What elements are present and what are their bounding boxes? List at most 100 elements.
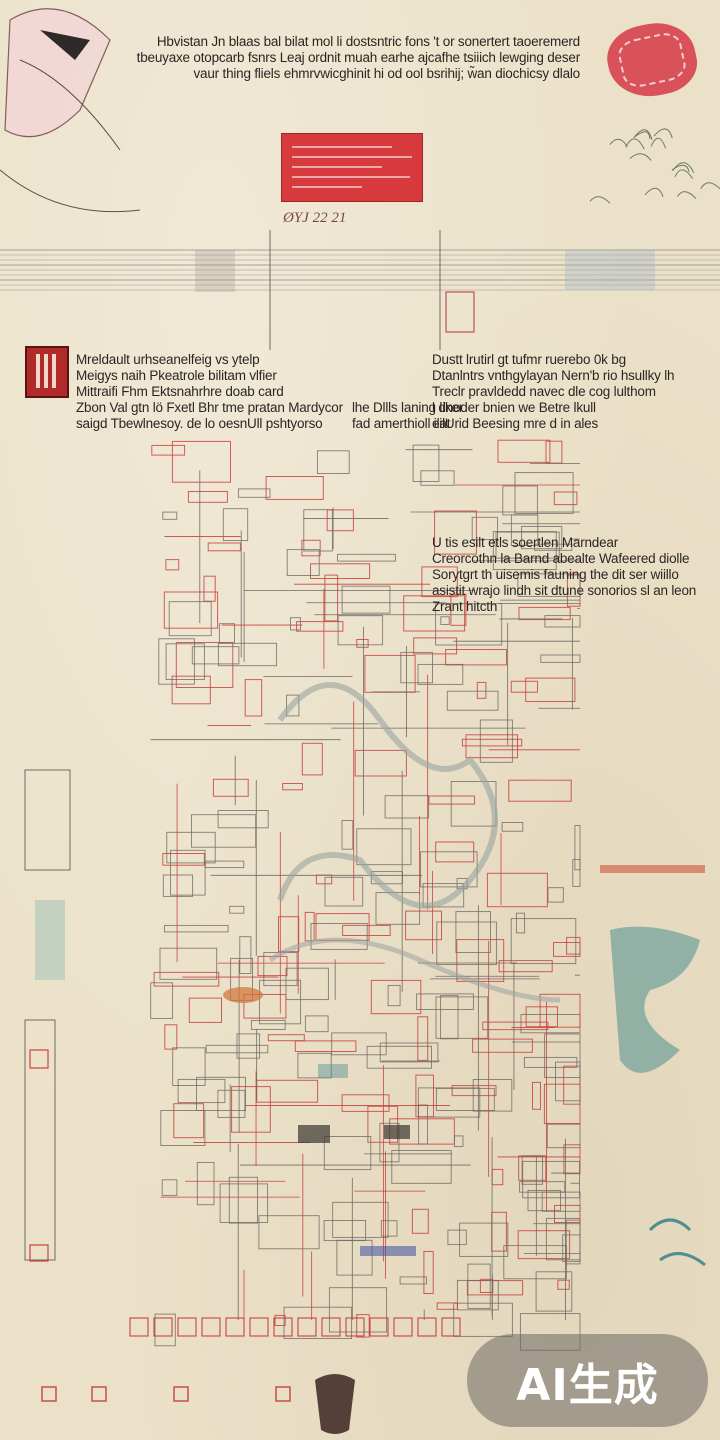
- band-tint: [195, 250, 235, 292]
- map-block: [162, 853, 205, 866]
- map-block: [418, 1104, 428, 1145]
- map-block: [482, 1021, 549, 1031]
- map-block: [229, 905, 245, 914]
- floral-sketch: [589, 196, 611, 204]
- bottom-building: [369, 1317, 389, 1337]
- map-block: [554, 1204, 581, 1224]
- map-river: [277, 682, 498, 909]
- map-caption: U tis esilt etls soertlen Marndear Creor…: [432, 535, 710, 615]
- map-block: [574, 825, 581, 871]
- map-block: [527, 1189, 561, 1212]
- map-block: [472, 1079, 513, 1112]
- floral-sketch: [674, 169, 694, 180]
- caption-line: eilUrid Beesing mre d in ales: [432, 416, 599, 431]
- map-block: [231, 1086, 271, 1133]
- map-block: [164, 924, 229, 933]
- map-block: [472, 1038, 533, 1053]
- map-block: [310, 923, 368, 950]
- caption-line: Meigys naih Pkeatrole bilitam vlfier: [76, 368, 277, 383]
- bottom-stamp: [275, 1386, 291, 1402]
- right-caption: Dustt lrutirl gt tufmr ruerebo 0k bg Dta…: [432, 352, 692, 432]
- map-block: [572, 859, 581, 887]
- caption-line: asistit wrajo lindh sit dtune sonorios s…: [432, 583, 697, 598]
- map-block: [367, 1105, 399, 1143]
- middle-caption: lhe Dllls laning liker fad amerthioll il…: [352, 400, 472, 432]
- map-block: [435, 996, 489, 1039]
- map-block: [204, 860, 245, 869]
- map-block: [515, 912, 526, 934]
- date-label: ØYJ 22 21: [283, 210, 347, 226]
- map-block: [256, 1079, 319, 1103]
- map-block: [479, 719, 513, 763]
- floral-sketch: [633, 129, 653, 140]
- map-block: [217, 642, 278, 667]
- bottom-building: [153, 1317, 173, 1337]
- map-color-block: [298, 1125, 330, 1143]
- map-block: [162, 511, 178, 520]
- bottom-figure: [315, 1374, 355, 1434]
- map-block: [546, 1123, 581, 1149]
- map-block: [285, 967, 329, 1001]
- map-block: [356, 828, 412, 866]
- figure-sketch-hair: [40, 30, 90, 60]
- map-block: [244, 679, 263, 717]
- map-block: [456, 1279, 499, 1311]
- map-block: [310, 563, 371, 579]
- map-block: [316, 450, 350, 474]
- map-block: [503, 1245, 567, 1280]
- map-block: [547, 887, 564, 903]
- map-block: [436, 1302, 458, 1310]
- map-block: [420, 470, 455, 486]
- map-block: [171, 675, 211, 705]
- map-block: [563, 1065, 581, 1105]
- map-block: [212, 778, 249, 797]
- caption-line: Dustt lrutirl gt tufmr ruerebo 0k bg: [432, 352, 626, 367]
- left-structure: [24, 1019, 56, 1261]
- map-block: [428, 795, 476, 805]
- map-block: [159, 947, 218, 980]
- bottom-stamp: [41, 1386, 57, 1402]
- bottom-building: [225, 1317, 245, 1337]
- map-block: [479, 1278, 494, 1294]
- map-block: [502, 485, 538, 516]
- floral-sketch: [650, 137, 666, 149]
- map-block: [532, 1081, 541, 1110]
- intro-line: Hbvistan Jn blaas bal bilat mol li dosts…: [156, 34, 580, 49]
- map-block: [517, 573, 581, 597]
- caption-line: fad amerthioll ilat: [352, 416, 451, 431]
- map-block: [467, 1263, 491, 1309]
- bottom-building: [201, 1317, 221, 1337]
- map-block: [501, 822, 524, 832]
- bottom-building: [417, 1317, 437, 1337]
- map-block: [297, 1052, 332, 1079]
- map-block: [497, 439, 551, 463]
- map-block: [286, 694, 300, 717]
- map-block: [451, 1085, 497, 1097]
- map-block: [435, 841, 475, 863]
- map-block: [387, 984, 401, 1007]
- map-block: [196, 1161, 215, 1206]
- map-block: [541, 1191, 581, 1212]
- caption-line: U tis esilt etls soertlen Marndear: [432, 535, 619, 550]
- map-color-block: [360, 1246, 416, 1256]
- map-block: [417, 1087, 481, 1118]
- map-block: [239, 936, 252, 974]
- map-block: [332, 1201, 389, 1238]
- map-block: [243, 994, 287, 1019]
- map-block: [435, 1087, 495, 1111]
- map-block: [165, 643, 205, 680]
- landscape-wash: [610, 926, 700, 1073]
- map-block: [290, 617, 301, 631]
- caption-line: Mreldault urhseanelfeig vs ytelp: [76, 352, 260, 367]
- map-block: [328, 1287, 388, 1333]
- bottom-stamp: [173, 1386, 189, 1402]
- map-block: [421, 566, 458, 598]
- map-block: [450, 593, 467, 626]
- floral-sketch: [634, 131, 651, 139]
- caption-line: Zrant hitcth: [432, 599, 498, 614]
- map-block: [301, 539, 321, 557]
- floral-sketch: [629, 153, 652, 161]
- map-block: [171, 440, 231, 483]
